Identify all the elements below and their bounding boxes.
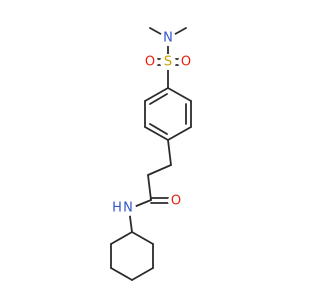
bond-ch2-a-to-ch2-b <box>147 164 172 176</box>
cyclohexane-bond-4 <box>110 267 133 281</box>
cyclohexane-bond-6 <box>110 231 133 245</box>
ring-bond-top-left <box>144 87 169 102</box>
atom-bg-o-right <box>178 54 194 70</box>
ring-bond-bottom-left <box>144 126 169 141</box>
cyclohexane-bond-3 <box>131 267 154 281</box>
atom-o-left: O <box>145 55 155 70</box>
atom-layer: N S O O O N H <box>110 30 194 216</box>
cyclohexane-bond-1 <box>131 231 154 245</box>
atom-bg-sulfur <box>160 54 176 70</box>
atom-bg-carbonyl-o <box>168 193 184 209</box>
atom-carbonyl-o: O <box>171 194 181 209</box>
bond-ch2-b-to-carbonyl <box>147 174 152 201</box>
atom-n-dimethyl: N <box>163 31 173 46</box>
atom-o-right: O <box>181 55 191 70</box>
ring-double-inner-top-left <box>149 93 168 105</box>
atom-bg-n-dimethyl <box>160 30 176 46</box>
atom-amide-h: H <box>112 201 122 216</box>
molecule-structure-diagram: N S O O O N H <box>110 27 194 281</box>
atom-sulfur: S <box>164 55 172 70</box>
ring-bond-bottom-right <box>167 126 192 141</box>
ring-bond-top-right <box>167 87 192 102</box>
atom-bg-o-left <box>142 54 158 70</box>
atom-bg-amide-h <box>110 201 124 215</box>
atom-amide-n: N <box>123 201 133 216</box>
bond-ring-to-ch2-a <box>167 139 172 166</box>
ring-double-inner-bottom-left <box>149 123 168 135</box>
atom-bg-amide-n <box>120 200 136 216</box>
